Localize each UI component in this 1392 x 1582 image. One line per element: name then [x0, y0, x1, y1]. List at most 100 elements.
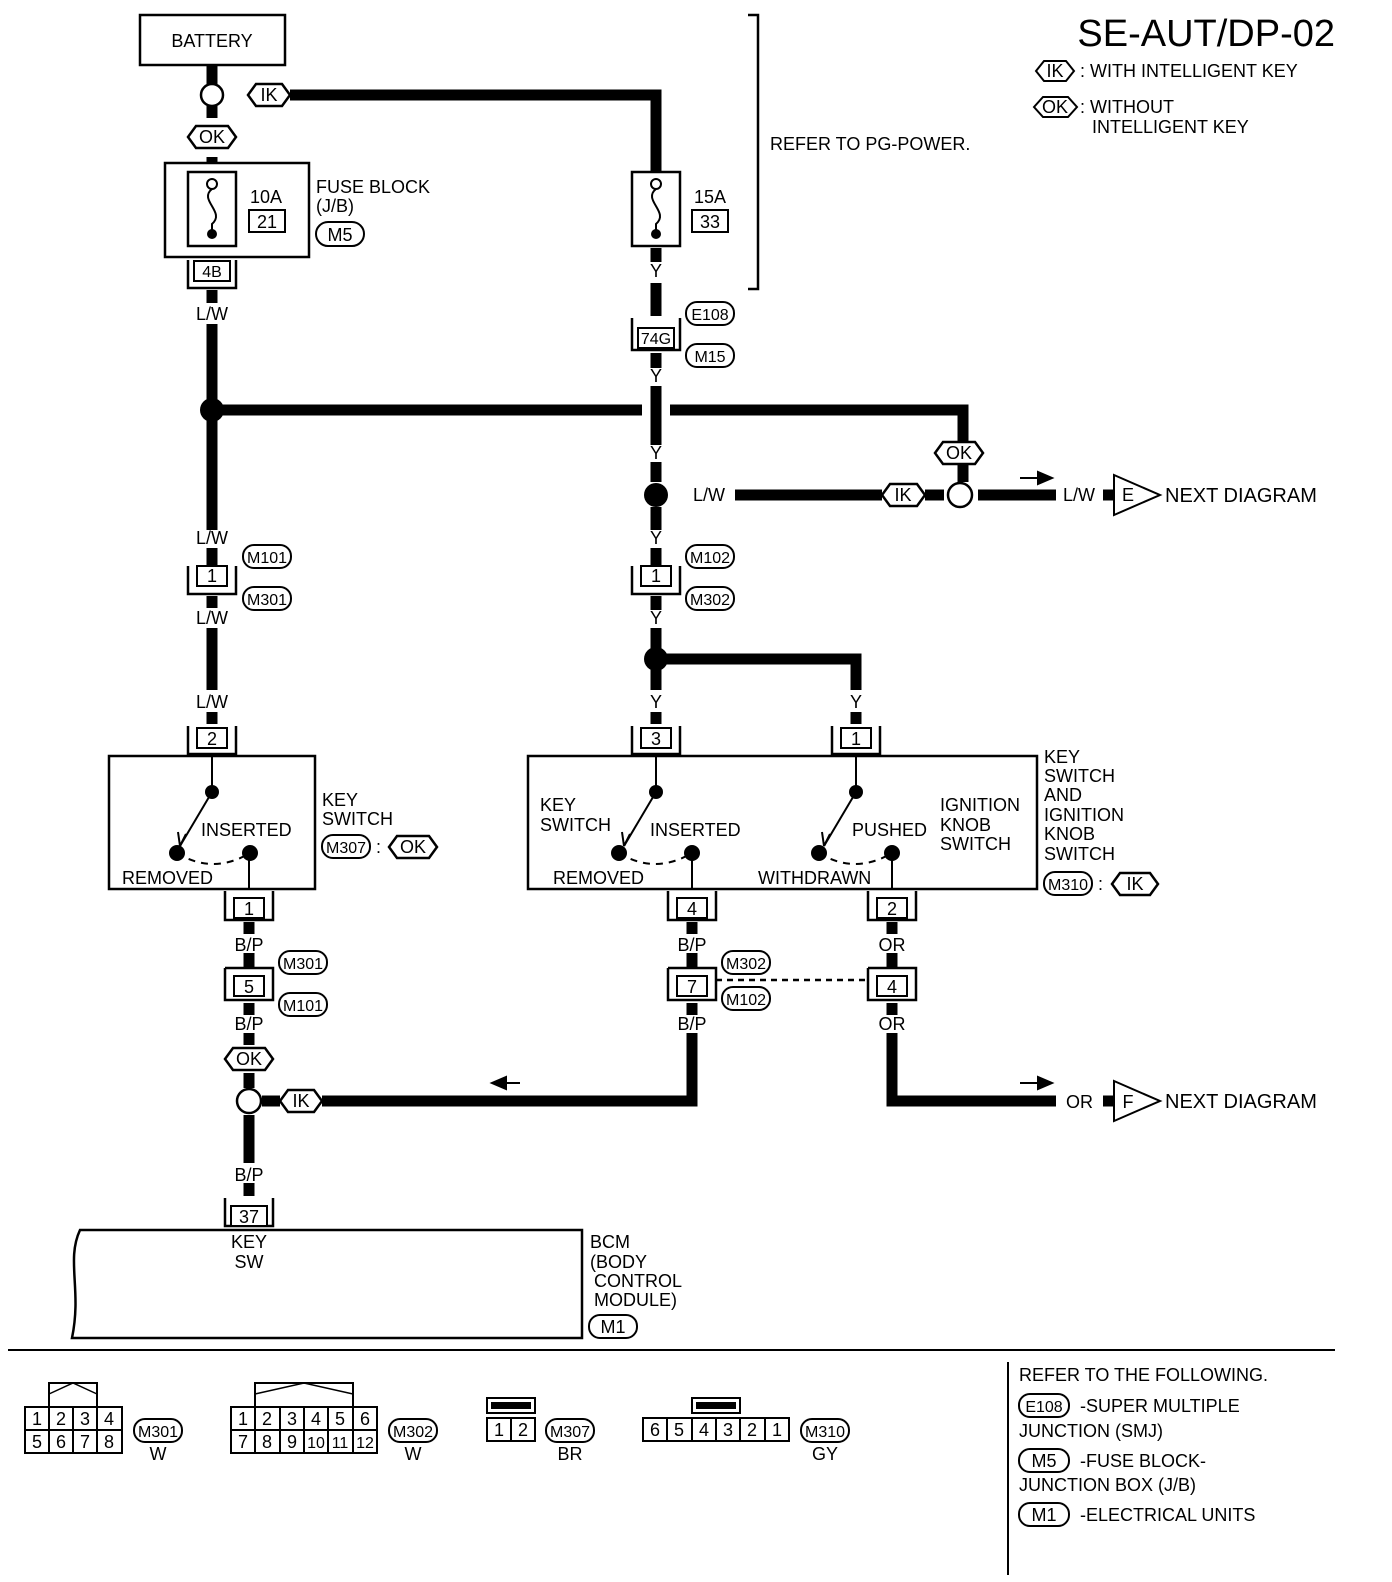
connector-face-m301: 1 2 3 4 5 6 7 8 M301 W — [24, 1382, 183, 1464]
svg-text:F: F — [1123, 1092, 1134, 1112]
ign-terminal-3: 3 — [630, 726, 682, 756]
connector-m102-bottom: M102 — [721, 986, 771, 1011]
svg-text:M302: M302 — [726, 956, 766, 973]
svg-text:-SUPER MULTIPLE: -SUPER MULTIPLE — [1080, 1396, 1240, 1416]
svg-text:3: 3 — [723, 1420, 733, 1440]
connector-m302-bottom: M302 — [721, 950, 771, 975]
refer-item-m1: M1 -ELECTRICAL UNITS — [1018, 1502, 1255, 1527]
svg-text:IK: IK — [894, 485, 911, 505]
connector-m301-top: M301 — [242, 586, 292, 611]
svg-text:M1: M1 — [1031, 1505, 1056, 1525]
key-switch-colon: : — [376, 837, 381, 857]
power-bracket — [748, 13, 760, 291]
svg-text:JUNCTION (SMJ): JUNCTION (SMJ) — [1019, 1421, 1163, 1441]
svg-text:4: 4 — [311, 1409, 321, 1429]
svg-text:OK: OK — [946, 443, 972, 463]
svg-text:OK: OK — [236, 1049, 262, 1069]
fuse-10a-rating: 10A — [250, 187, 282, 207]
svg-text:1: 1 — [238, 1409, 248, 1429]
connector-mid-2: 7 — [666, 966, 718, 1002]
connector-m1: M1 — [588, 1314, 638, 1339]
svg-text:7: 7 — [80, 1432, 90, 1452]
svg-text:1: 1 — [851, 729, 861, 749]
splice-y-junction-2 — [644, 647, 668, 671]
connector-m310: M310 — [1043, 871, 1093, 896]
svg-text:1: 1 — [494, 1420, 504, 1440]
key-ign-switch-name: KEY SWITCH AND IGNITION KNOB SWITCH — [1044, 747, 1124, 864]
bcm-pin-label-2: SW — [235, 1252, 264, 1272]
svg-text:4: 4 — [699, 1420, 709, 1440]
svg-text:M302: M302 — [690, 592, 730, 609]
connector-left-2: 5 — [223, 966, 275, 1002]
svg-text:IK: IK — [292, 1091, 309, 1111]
key-contact-pivot — [649, 785, 663, 799]
inner-key-label-1: KEY — [540, 795, 576, 815]
svg-text:M5: M5 — [327, 225, 352, 245]
battery-box — [138, 13, 287, 67]
svg-text:5: 5 — [244, 977, 254, 997]
next-diagram-f: F NEXT DIAGRAM — [1113, 1079, 1317, 1123]
fuse-15a-number: 33 — [700, 212, 720, 232]
wire-network — [206, 65, 1114, 1196]
svg-text:M101: M101 — [247, 550, 287, 567]
svg-text:8: 8 — [104, 1432, 114, 1452]
svg-text:4B: 4B — [202, 264, 222, 281]
svg-text:5: 5 — [674, 1420, 684, 1440]
diagram-title: SE-AUT/DP-02 — [1077, 13, 1335, 55]
svg-text:2: 2 — [56, 1409, 66, 1429]
svg-text:M310: M310 — [1048, 877, 1088, 894]
svg-text:E: E — [1122, 485, 1134, 505]
ok-legend-text-1: : WITHOUT — [1080, 97, 1174, 117]
connector-m101-top: M101 — [242, 544, 292, 569]
fuse-15a-rating: 15A — [694, 187, 726, 207]
svg-text:12: 12 — [356, 1435, 374, 1452]
svg-text:1: 1 — [244, 899, 254, 919]
svg-text:74G: 74G — [641, 331, 671, 348]
fuse-block-connector-m5: M5 — [315, 221, 365, 247]
connector-m101-bottom: M101 — [278, 992, 328, 1017]
withdrawn-label: WITHDRAWN — [758, 868, 871, 888]
svg-text:NEXT DIAGRAM: NEXT DIAGRAM — [1165, 1091, 1317, 1113]
ok-marker-right: OK — [933, 440, 985, 466]
battery-label: BATTERY — [171, 31, 252, 51]
wire-label-or-1: OR — [879, 935, 906, 955]
svg-text:MODULE): MODULE) — [594, 1290, 677, 1310]
svg-text:OK: OK — [400, 837, 426, 857]
svg-text:4: 4 — [687, 899, 697, 919]
svg-text:M307: M307 — [550, 1424, 590, 1441]
ik-marker-right: IK — [880, 482, 927, 508]
svg-text:M102: M102 — [726, 992, 766, 1009]
connector-right-2: 4 — [866, 966, 918, 1002]
key-switch-inserted-label: INSERTED — [201, 820, 292, 840]
svg-text:BR: BR — [557, 1444, 582, 1464]
wire-label-lw-next: L/W — [1063, 485, 1095, 505]
svg-text:4: 4 — [104, 1409, 114, 1429]
next-diagram-e: E NEXT DIAGRAM — [1113, 473, 1317, 517]
fuse-10a-number: 21 — [257, 212, 277, 232]
svg-text:-ELECTRICAL UNITS: -ELECTRICAL UNITS — [1080, 1505, 1255, 1525]
inner-ign-label-1: IGNITION — [940, 795, 1020, 815]
ik-marker-top: IK — [246, 82, 292, 108]
pushed-label: PUSHED — [852, 820, 927, 840]
fuse-10a — [186, 170, 238, 248]
svg-text:IK: IK — [260, 85, 277, 105]
svg-text:4: 4 — [887, 977, 897, 997]
ign-terminal-1: 1 — [830, 726, 882, 756]
wire-label-y-6: Y — [650, 692, 662, 712]
fuse-block-label-1: FUSE BLOCK — [316, 177, 430, 197]
inner-ign-label-3: SWITCH — [940, 834, 1011, 854]
svg-text:KEY: KEY — [1044, 747, 1080, 767]
connector-face-m302: 1 2 3 4 5 6 7 8 9 10 11 12 M302 W — [230, 1382, 438, 1464]
svg-text:M102: M102 — [690, 550, 730, 567]
key-inserted-contact — [684, 845, 700, 861]
svg-text:2: 2 — [262, 1409, 272, 1429]
key-switch-removed-label: REMOVED — [122, 868, 213, 888]
svg-text:IGNITION: IGNITION — [1044, 805, 1124, 825]
refer-heading: REFER TO THE FOLLOWING. — [1019, 1365, 1268, 1385]
svg-text:1: 1 — [207, 566, 217, 586]
key-ign-colon: : — [1098, 874, 1103, 894]
svg-text:M307: M307 — [326, 840, 366, 857]
connector-left-1: 1 — [186, 565, 238, 596]
wire-label-y-3: Y — [650, 443, 662, 463]
legend-ok: OK : WITHOUT INTELLIGENT KEY — [1032, 96, 1249, 137]
